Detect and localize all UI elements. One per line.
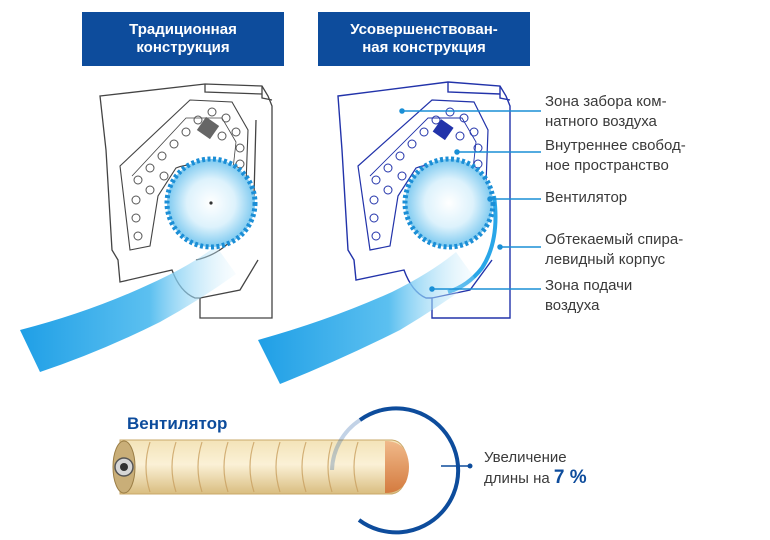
header-improved-line2: ная конструкция xyxy=(362,39,486,56)
callout-intake-zone: Зона забора ком- натного воздуха xyxy=(545,92,667,132)
improved-sensor xyxy=(432,119,454,141)
header-traditional: Традиционная конструкция xyxy=(82,12,284,66)
length-highlight-circle xyxy=(357,406,461,535)
callout-fan-line1: Вентилятор xyxy=(545,189,628,206)
callout-spiral-casing-line1: Обтекаемый спира- xyxy=(545,231,684,248)
improved-fan xyxy=(402,156,496,250)
callout-supply-zone-line2: воздуха xyxy=(545,297,600,314)
header-traditional-line1: Традиционная xyxy=(129,21,237,38)
fan-label: Вентилятор xyxy=(127,414,228,433)
improved-airflow xyxy=(258,252,476,384)
callout-supply-zone-line1: Зона подачи xyxy=(545,277,633,294)
increase-line2-prefix: длины на xyxy=(484,470,554,487)
increase-line1: Увеличение xyxy=(484,449,567,466)
callout-lines xyxy=(399,108,541,292)
increase-value: 7 % xyxy=(553,467,587,488)
traditional-fan xyxy=(164,156,258,250)
header-traditional-line2: конструкция xyxy=(136,39,230,56)
callout-free-space: Внутреннее свобод- ное пространство xyxy=(545,136,686,176)
header-improved: Усовершенствован- ная конструкция xyxy=(318,12,530,66)
callout-intake-zone-line2: натного воздуха xyxy=(545,113,657,130)
callout-supply-zone: Зона подачи воздуха xyxy=(545,276,632,316)
fan-roller xyxy=(112,439,409,495)
callout-free-space-line2: ное пространство xyxy=(545,157,669,174)
callout-intake-zone-line1: Зона забора ком- xyxy=(545,93,667,110)
traditional-airflow xyxy=(20,246,236,372)
traditional-coil-dots xyxy=(131,107,245,241)
callout-free-space-line1: Внутреннее свобод- xyxy=(545,137,686,154)
traditional-sensor xyxy=(196,116,220,140)
callout-fan: Вентилятор xyxy=(545,188,627,208)
callout-spiral-casing-line2: левидный корпус xyxy=(545,251,666,268)
increase-line2: длины на 7 % xyxy=(484,468,587,489)
header-improved-line1: Усовершенствован- xyxy=(350,21,498,38)
length-increase-text: Увеличение длины на 7 % xyxy=(484,448,587,489)
callout-spiral-casing: Обтекаемый спира- левидный корпус xyxy=(545,230,683,270)
